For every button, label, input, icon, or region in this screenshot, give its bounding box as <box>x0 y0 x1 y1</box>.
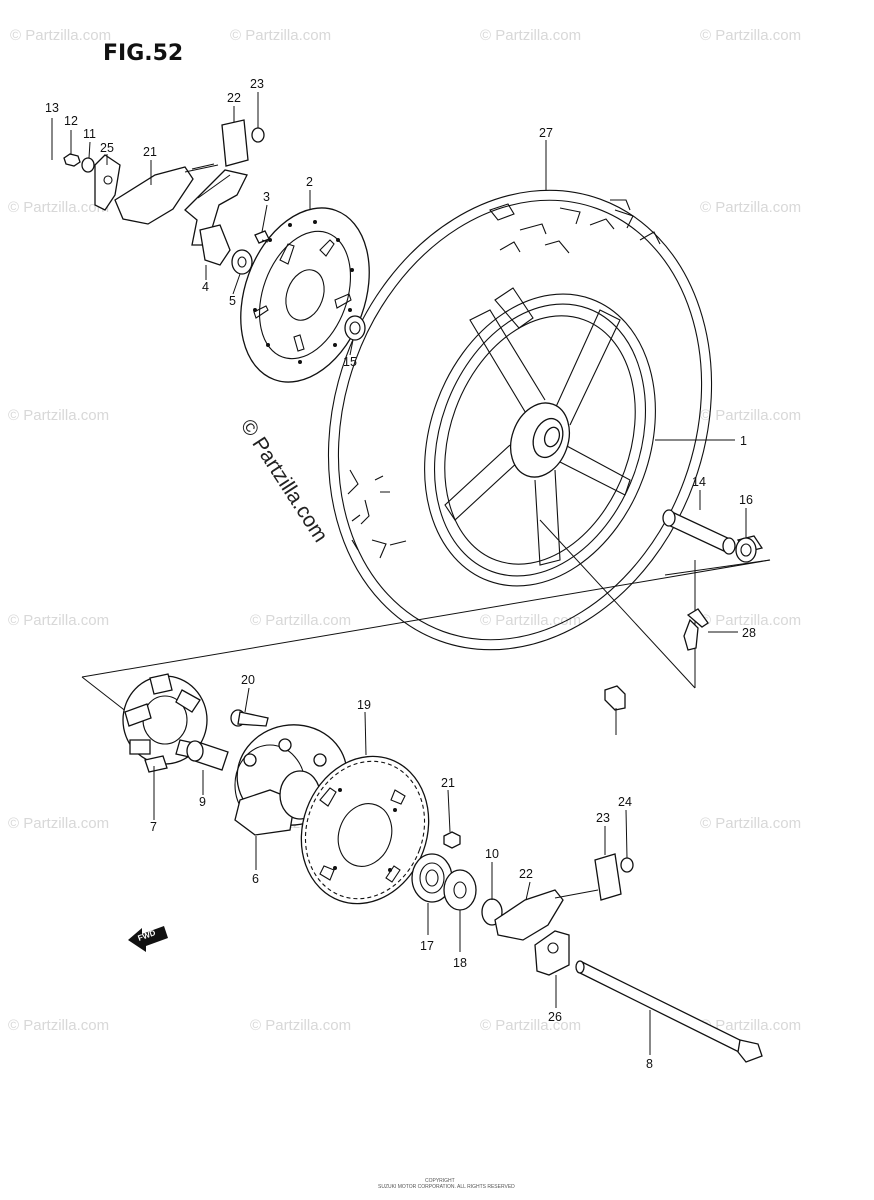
watermark-text: © Partzilla.com <box>700 199 801 216</box>
watermark-text: © Partzilla.com <box>480 612 581 629</box>
tire-26 <box>327 189 713 651</box>
part-label-22b: 22 <box>519 867 533 881</box>
part-label-25: 25 <box>100 141 114 155</box>
bearing-16 <box>735 535 764 563</box>
watermark-text: © Partzilla.com <box>8 199 109 216</box>
part-label-3: 3 <box>263 190 270 204</box>
part-label-7: 7 <box>150 820 157 834</box>
bolt-20 <box>230 709 269 727</box>
part-label-20: 20 <box>241 673 255 687</box>
watermark-text: © Partzilla.com <box>8 407 109 424</box>
nut-12 <box>63 153 81 167</box>
wheel-1 <box>424 287 656 587</box>
part-label-22: 21 <box>143 145 157 159</box>
part-label-26: 27 <box>539 126 553 140</box>
part-label-13: 13 <box>45 101 59 115</box>
watermark-text: © Partzilla.com <box>480 27 581 44</box>
part-label-17: 17 <box>420 939 434 953</box>
watermark-text: © Partzilla.com <box>700 27 801 44</box>
nut-24-top <box>251 127 265 143</box>
watermark-text: © Partzilla.com <box>250 612 351 629</box>
part-label-9: 9 <box>199 795 206 809</box>
watermark-center: © Partzilla.com <box>236 415 332 546</box>
watermark-text: © Partzilla.com <box>8 815 109 832</box>
adjuster-22-top <box>114 163 219 225</box>
adjuster-22-bottom <box>494 889 599 941</box>
washer-5 <box>231 249 253 275</box>
watermark-text: © Partzilla.com <box>700 815 801 832</box>
part-label-24b: 24 <box>618 795 632 809</box>
figure-title: FIG.52 <box>103 41 183 66</box>
watermark-text: © Partzilla.com <box>230 27 331 44</box>
guard-23-top <box>221 119 249 167</box>
part-label-14: 14 <box>692 475 706 489</box>
part-labels: 13 12 11 25 21 22 23 2 3 4 5 15 27 1 14 … <box>45 77 756 1071</box>
watermark-text: © Partzilla.com <box>8 612 109 629</box>
leader-lines <box>51 92 747 1055</box>
footer-copyright: COPYRIGHT SUZUKI MOTOR CORPORATION. ALL … <box>378 1178 515 1190</box>
washer-11 <box>81 157 95 173</box>
brake-disc-2 <box>240 207 370 383</box>
nut-24-bottom <box>620 857 634 873</box>
part-label-4: 4 <box>202 280 209 294</box>
watermark-text: © Partzilla.com <box>10 27 111 44</box>
part-label-18: 18 <box>453 956 467 970</box>
watermark-text: © Partzilla.com <box>480 1017 581 1034</box>
axle-8 <box>575 960 763 1063</box>
watermark-text: © Partzilla.com <box>8 1017 109 1034</box>
guide-lines <box>81 439 771 731</box>
clip-28 <box>604 685 626 711</box>
part-label-8: 8 <box>646 1057 653 1071</box>
sprocket-19 <box>300 755 430 905</box>
part-label-23: 22 <box>227 91 241 105</box>
part-label-15: 15 <box>343 355 357 369</box>
valve-27 <box>683 608 709 651</box>
footer-line1: COPYRIGHT <box>425 1178 455 1184</box>
part-label-10: 10 <box>485 847 499 861</box>
nut-21 <box>443 831 461 849</box>
part-label-12: 12 <box>64 114 78 128</box>
part-label-25b: 26 <box>548 1010 562 1024</box>
fwd-arrow: FWD <box>128 926 168 952</box>
part-label-11: 11 <box>83 127 96 141</box>
spacer-9 <box>186 740 229 771</box>
plate-25-top <box>94 154 121 211</box>
bolt-3 <box>254 230 270 244</box>
spacer-15 <box>344 315 366 341</box>
part-label-21: 21 <box>441 776 455 790</box>
caliper-bracket-4 <box>184 169 248 266</box>
part-label-5: 5 <box>229 294 236 308</box>
watermark-text: © Partzilla.com <box>700 612 801 629</box>
plate-25-bottom <box>534 930 570 976</box>
part-label-27: 28 <box>742 626 756 640</box>
part-label-16: 16 <box>739 493 753 507</box>
watermark-text: © Partzilla.com <box>700 1017 801 1034</box>
part-label-2: 2 <box>306 175 313 189</box>
part-label-1: 1 <box>740 434 747 448</box>
part-label-19: 19 <box>357 698 371 712</box>
part-label-6: 6 <box>252 872 259 886</box>
watermark-text: © Partzilla.com <box>700 407 801 424</box>
watermark-text: © Partzilla.com <box>250 1017 351 1034</box>
part-label-24: 23 <box>250 77 264 91</box>
footer-line2: SUZUKI MOTOR CORPORATION. ALL RIGHTS RES… <box>378 1184 515 1190</box>
spacer-14 <box>662 509 736 555</box>
part-label-23b: 23 <box>596 811 610 825</box>
washer-18 <box>443 869 477 911</box>
guard-23-bottom <box>594 853 622 901</box>
